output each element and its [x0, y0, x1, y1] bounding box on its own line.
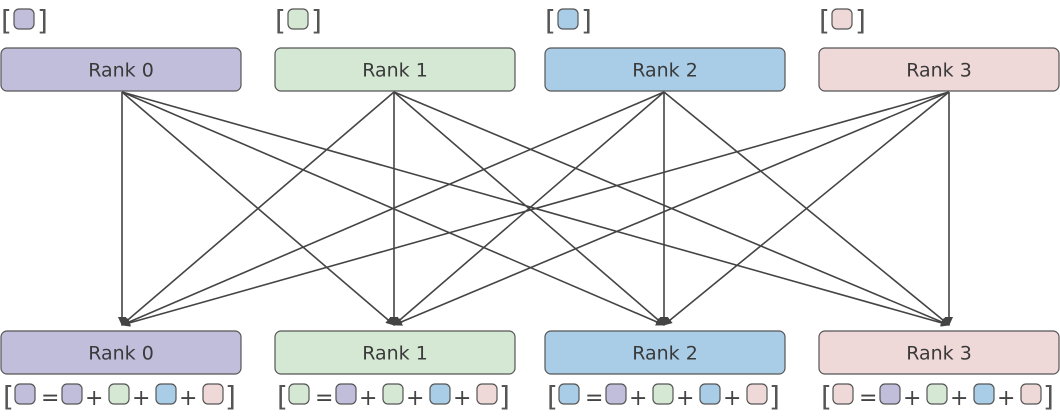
ranks-top-3: Rank 3: [818, 47, 1060, 92]
close-bracket: ]: [769, 380, 780, 413]
close-bracket: ]: [311, 4, 322, 37]
summand-chunk-icon: [382, 383, 404, 405]
open-bracket: [: [1, 4, 12, 37]
plus-sign: +: [903, 386, 921, 411]
summand-chunk-icon: [746, 383, 768, 405]
rank-box: [274, 47, 516, 92]
equals-sign: =: [585, 386, 603, 411]
close-bracket: ]: [499, 380, 510, 413]
data-chunk-icon: [287, 8, 309, 30]
open-bracket: [: [819, 4, 830, 37]
plus-sign: +: [359, 386, 377, 411]
summand-chunk-icon: [699, 383, 721, 405]
summand-chunk-icon: [476, 383, 498, 405]
ranks-bottom-0: Rank 0: [0, 330, 242, 375]
rank-label: Rank 2: [632, 343, 698, 365]
summand-chunk-icon: [202, 383, 224, 405]
plus-sign: +: [629, 386, 647, 411]
summand-chunk-icon: [429, 383, 451, 405]
close-bracket: ]: [225, 380, 236, 413]
summand-chunk-icon: [61, 383, 83, 405]
ranks-top-1: Rank 1: [274, 47, 516, 92]
result-chunk-icon: [558, 383, 580, 405]
rank-box: [818, 47, 1060, 92]
rank-label: Rank 3: [906, 343, 972, 365]
plus-sign: +: [676, 386, 694, 411]
ranks-top-0: Rank 0: [0, 47, 242, 92]
summand-chunk-icon: [973, 383, 995, 405]
close-bracket: ]: [855, 4, 866, 37]
rank-label: Rank 0: [88, 343, 154, 365]
arrow-rank3-to-rank1: [393, 91, 950, 326]
summand-chunk-icon: [1020, 383, 1042, 405]
bottom-rank-row: Rank 0 [ = + + +] Rank 1 [ = + + +] Rank 2 [ = + + +] Rank…: [0, 330, 1060, 413]
rank-box: [0, 330, 242, 375]
close-bracket: ]: [37, 4, 48, 37]
reduction-result-1: [ = + + +]: [277, 380, 510, 413]
summand-chunk-icon: [605, 383, 627, 405]
result-chunk-icon: [832, 383, 854, 405]
open-bracket: [: [547, 380, 558, 413]
plus-sign: +: [406, 386, 424, 411]
close-bracket: ]: [1043, 380, 1054, 413]
equals-sign: =: [41, 386, 59, 411]
arrow-rank1-to-rank0: [121, 91, 395, 326]
rank-box: [274, 330, 516, 375]
rank-label: Rank 3: [906, 60, 972, 82]
open-bracket: [: [277, 380, 288, 413]
top-rank-row: [] Rank 0 [] Rank 1 [] Rank 2 [] Rank 3: [0, 4, 1060, 92]
rank-box: [544, 47, 786, 92]
rank-box: [818, 330, 1060, 375]
data-chunk-icon: [557, 8, 579, 30]
ranks-bottom-3: Rank 3: [818, 330, 1060, 375]
plus-sign: +: [85, 386, 103, 411]
summand-chunk-icon: [335, 383, 357, 405]
arrow-rank3-to-rank0: [121, 91, 950, 327]
plus-sign: +: [453, 386, 471, 411]
ranks-bottom-1: Rank 1: [274, 330, 516, 375]
input-chunk-3: []: [819, 4, 866, 37]
plus-sign: +: [950, 386, 968, 411]
rank-box: [0, 47, 242, 92]
summand-chunk-icon: [879, 383, 901, 405]
arrow-rank2-to-rank0: [121, 91, 665, 326]
rank-label: Rank 2: [632, 60, 698, 82]
open-bracket: [: [3, 380, 14, 413]
plus-sign: +: [723, 386, 741, 411]
rank-label: Rank 1: [362, 60, 428, 82]
reduction-result-3: [ = + + +]: [821, 380, 1054, 413]
data-chunk-icon: [831, 8, 853, 30]
open-bracket: [: [545, 4, 556, 37]
input-chunk-1: []: [275, 4, 322, 37]
result-chunk-icon: [14, 383, 36, 405]
summand-chunk-icon: [926, 383, 948, 405]
equals-sign: =: [859, 386, 877, 411]
data-chunk-icon: [13, 8, 35, 30]
close-bracket: ]: [581, 4, 592, 37]
arrow-rank3-to-rank2: [663, 91, 950, 326]
input-chunk-0: []: [1, 4, 48, 37]
plus-sign: +: [179, 386, 197, 411]
plus-sign: +: [997, 386, 1015, 411]
reduction-result-0: [ = + + +]: [3, 380, 236, 413]
equals-sign: =: [315, 386, 333, 411]
rank-label: Rank 1: [362, 343, 428, 365]
open-bracket: [: [275, 4, 286, 37]
reduction-result-2: [ = + + +]: [547, 380, 780, 413]
rank-box: [544, 330, 786, 375]
ranks-top-2: Rank 2: [544, 47, 786, 92]
summand-chunk-icon: [652, 383, 674, 405]
plus-sign: +: [132, 386, 150, 411]
input-chunk-2: []: [545, 4, 592, 37]
arrow-rank2-to-rank1: [393, 91, 665, 326]
open-bracket: [: [821, 380, 832, 413]
summand-chunk-icon: [108, 383, 130, 405]
arrows-layer: [118, 91, 953, 327]
result-chunk-icon: [288, 383, 310, 405]
summand-chunk-icon: [155, 383, 177, 405]
ranks-bottom-2: Rank 2: [544, 330, 786, 375]
rank-label: Rank 0: [88, 60, 154, 82]
